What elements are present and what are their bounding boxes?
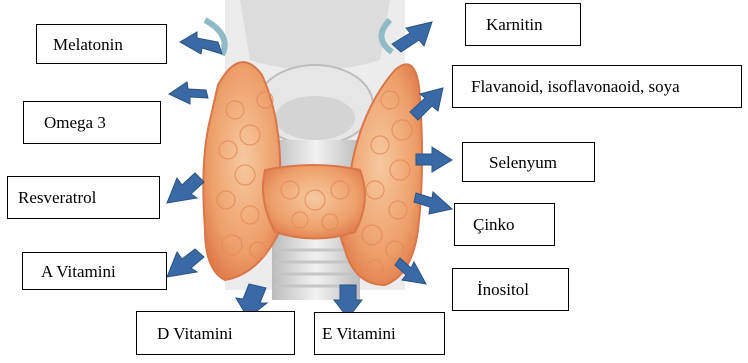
label-karnitin: Karnitin [465,3,581,46]
arrow-resveratrol [167,173,204,203]
arrow-melatonin [180,32,222,54]
label-selenyum: Selenyum [462,142,595,182]
label-resveratrol: Resveratrol [7,176,160,219]
label-inositol: İnositol [452,268,569,311]
label-flavanoid: Flavanoid, isoflavonaoid, soya [452,65,742,108]
label-cinko: Çinko [454,203,555,246]
label-melatonin: Melatonin [36,24,167,64]
label-e-vitamini: E Vitamini [314,312,445,355]
label-d-vitamini: D Vitamini [136,311,295,355]
label-omega3: Omega 3 [23,101,161,144]
label-a-vitamini: A Vitamini [22,252,167,290]
arrow-a-vitamini [167,249,204,277]
arrow-omega3 [169,82,208,104]
